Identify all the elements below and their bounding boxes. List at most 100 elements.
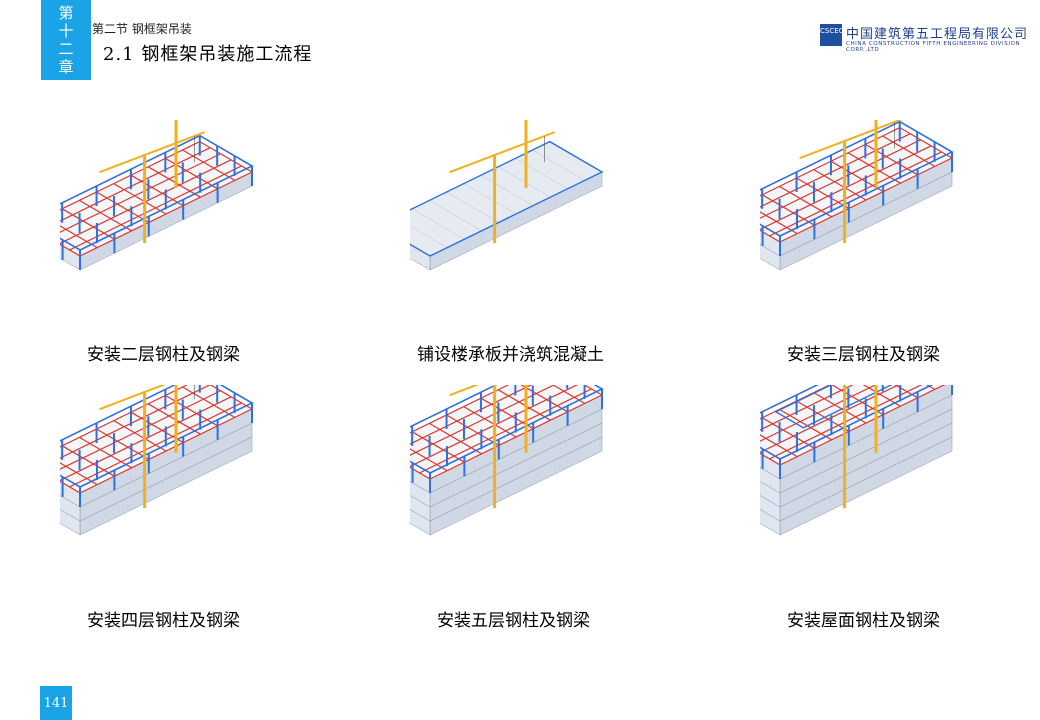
- steel-beam: [899, 127, 953, 159]
- floor-edge: [760, 467, 781, 494]
- steel-beam: [130, 411, 184, 444]
- steel-perimeter: [60, 385, 254, 488]
- floor-edge: [410, 495, 431, 522]
- steel-beam: [419, 388, 592, 474]
- steel-beam: [410, 448, 448, 472]
- floor-edge: [410, 481, 431, 508]
- floor-edge: [410, 509, 431, 536]
- floor-edge: [760, 481, 781, 508]
- steel-beam: [796, 400, 850, 432]
- steel-beam: [79, 199, 132, 232]
- steel-beam: [779, 385, 946, 466]
- steel-beam: [79, 408, 253, 494]
- steel-beam: [760, 385, 877, 442]
- step-illustration: [60, 385, 310, 565]
- steel-beam: [831, 385, 884, 416]
- steel-beam: [446, 414, 500, 446]
- chapter-char: 十: [58, 22, 74, 40]
- steel-beam: [882, 135, 936, 167]
- steel-beam: [847, 152, 901, 184]
- tower-crane-jib: [799, 120, 903, 160]
- section-label: 第二节 钢框架吊装: [92, 22, 192, 36]
- steel-beam: [760, 211, 798, 235]
- roof-frame: [774, 385, 893, 429]
- steel-beam: [429, 394, 603, 480]
- step-illustration: [410, 385, 660, 565]
- steel-beam: [769, 151, 942, 237]
- steel-beam: [60, 480, 81, 494]
- steel-beam: [813, 392, 867, 424]
- steel-beam: [761, 194, 815, 226]
- steel-beam: [894, 385, 918, 399]
- step-illustration: [760, 385, 1010, 565]
- steel-beam: [760, 229, 781, 243]
- step-caption: 安装五层钢柱及钢梁: [437, 611, 590, 631]
- step-caption: 安装三层钢柱及钢梁: [787, 345, 940, 365]
- steel-beam: [113, 183, 167, 215]
- step-caption: 安装屋面钢柱及钢梁: [787, 611, 940, 631]
- steel-beam: [147, 166, 201, 198]
- steel-beam: [551, 385, 586, 404]
- tower-crane-jib: [99, 385, 166, 411]
- steel-beam: [165, 394, 218, 427]
- floor-edge: [60, 509, 81, 536]
- steel-beam: [410, 385, 556, 456]
- company-name-cn: 中国建筑第五工程局有限公司: [846, 27, 1029, 42]
- floor-edge: [760, 509, 781, 536]
- floor-edge: [760, 244, 781, 271]
- steel-beam: [96, 428, 150, 460]
- floor-edge: [760, 495, 781, 522]
- step-caption: 铺设楼承板并浇筑混凝土: [417, 345, 604, 365]
- tower-crane-jib: [99, 131, 205, 174]
- building-model: [60, 120, 254, 271]
- steel-beam: [60, 225, 98, 249]
- steel-beam: [113, 420, 167, 452]
- floor-edge: [410, 244, 431, 271]
- steel-beam: [410, 385, 533, 445]
- steel-beam: [760, 452, 781, 466]
- steel-beam: [130, 174, 184, 207]
- steel-beam: [760, 434, 798, 458]
- steel-beam: [60, 243, 81, 257]
- building-model: [410, 120, 604, 271]
- steel-beam: [79, 171, 253, 257]
- steel-beam: [410, 385, 510, 434]
- steel-beam: [60, 390, 221, 470]
- steel-beam: [165, 157, 218, 190]
- page-number: 141: [40, 686, 72, 720]
- company-name-en: CHINA CONSTRUCTION FIFTH ENGINEERING DIV…: [846, 41, 1021, 53]
- chapter-char: 二: [58, 40, 74, 58]
- steel-beam: [779, 408, 832, 441]
- steel-perimeter: [760, 120, 954, 237]
- steel-beam: [61, 445, 115, 477]
- steel-beam: [760, 133, 911, 208]
- steel-beam: [60, 147, 211, 222]
- steel-beam: [862, 385, 901, 407]
- slab-joint: [532, 149, 585, 181]
- steel-beam: [761, 417, 815, 449]
- steel-beam: [830, 160, 884, 193]
- chapter-tab: 第 十 二 章: [41, 0, 91, 80]
- slab-joint: [515, 158, 568, 190]
- steel-beam: [60, 385, 211, 459]
- steel-perimeter: [60, 134, 254, 251]
- steel-beam: [760, 385, 854, 431]
- steel-beam: [182, 149, 236, 181]
- tower-crane-jib: [449, 385, 480, 397]
- slab-joint: [446, 191, 499, 223]
- steel-beam: [760, 139, 921, 219]
- tower-crane-jib: [449, 131, 555, 174]
- steel-beam: [769, 385, 923, 460]
- steel-beam: [779, 185, 832, 218]
- steel-beam: [199, 141, 253, 173]
- steel-beam: [779, 157, 953, 243]
- steel-beam: [410, 466, 431, 480]
- steel-beam: [60, 153, 221, 233]
- slab-joint: [410, 225, 448, 248]
- steel-beam: [480, 397, 534, 430]
- chapter-char: 第: [58, 4, 74, 22]
- page-title: 2.1 钢框架吊装施工流程: [103, 44, 313, 65]
- steel-beam: [182, 386, 236, 418]
- steel-perimeter: [410, 385, 604, 474]
